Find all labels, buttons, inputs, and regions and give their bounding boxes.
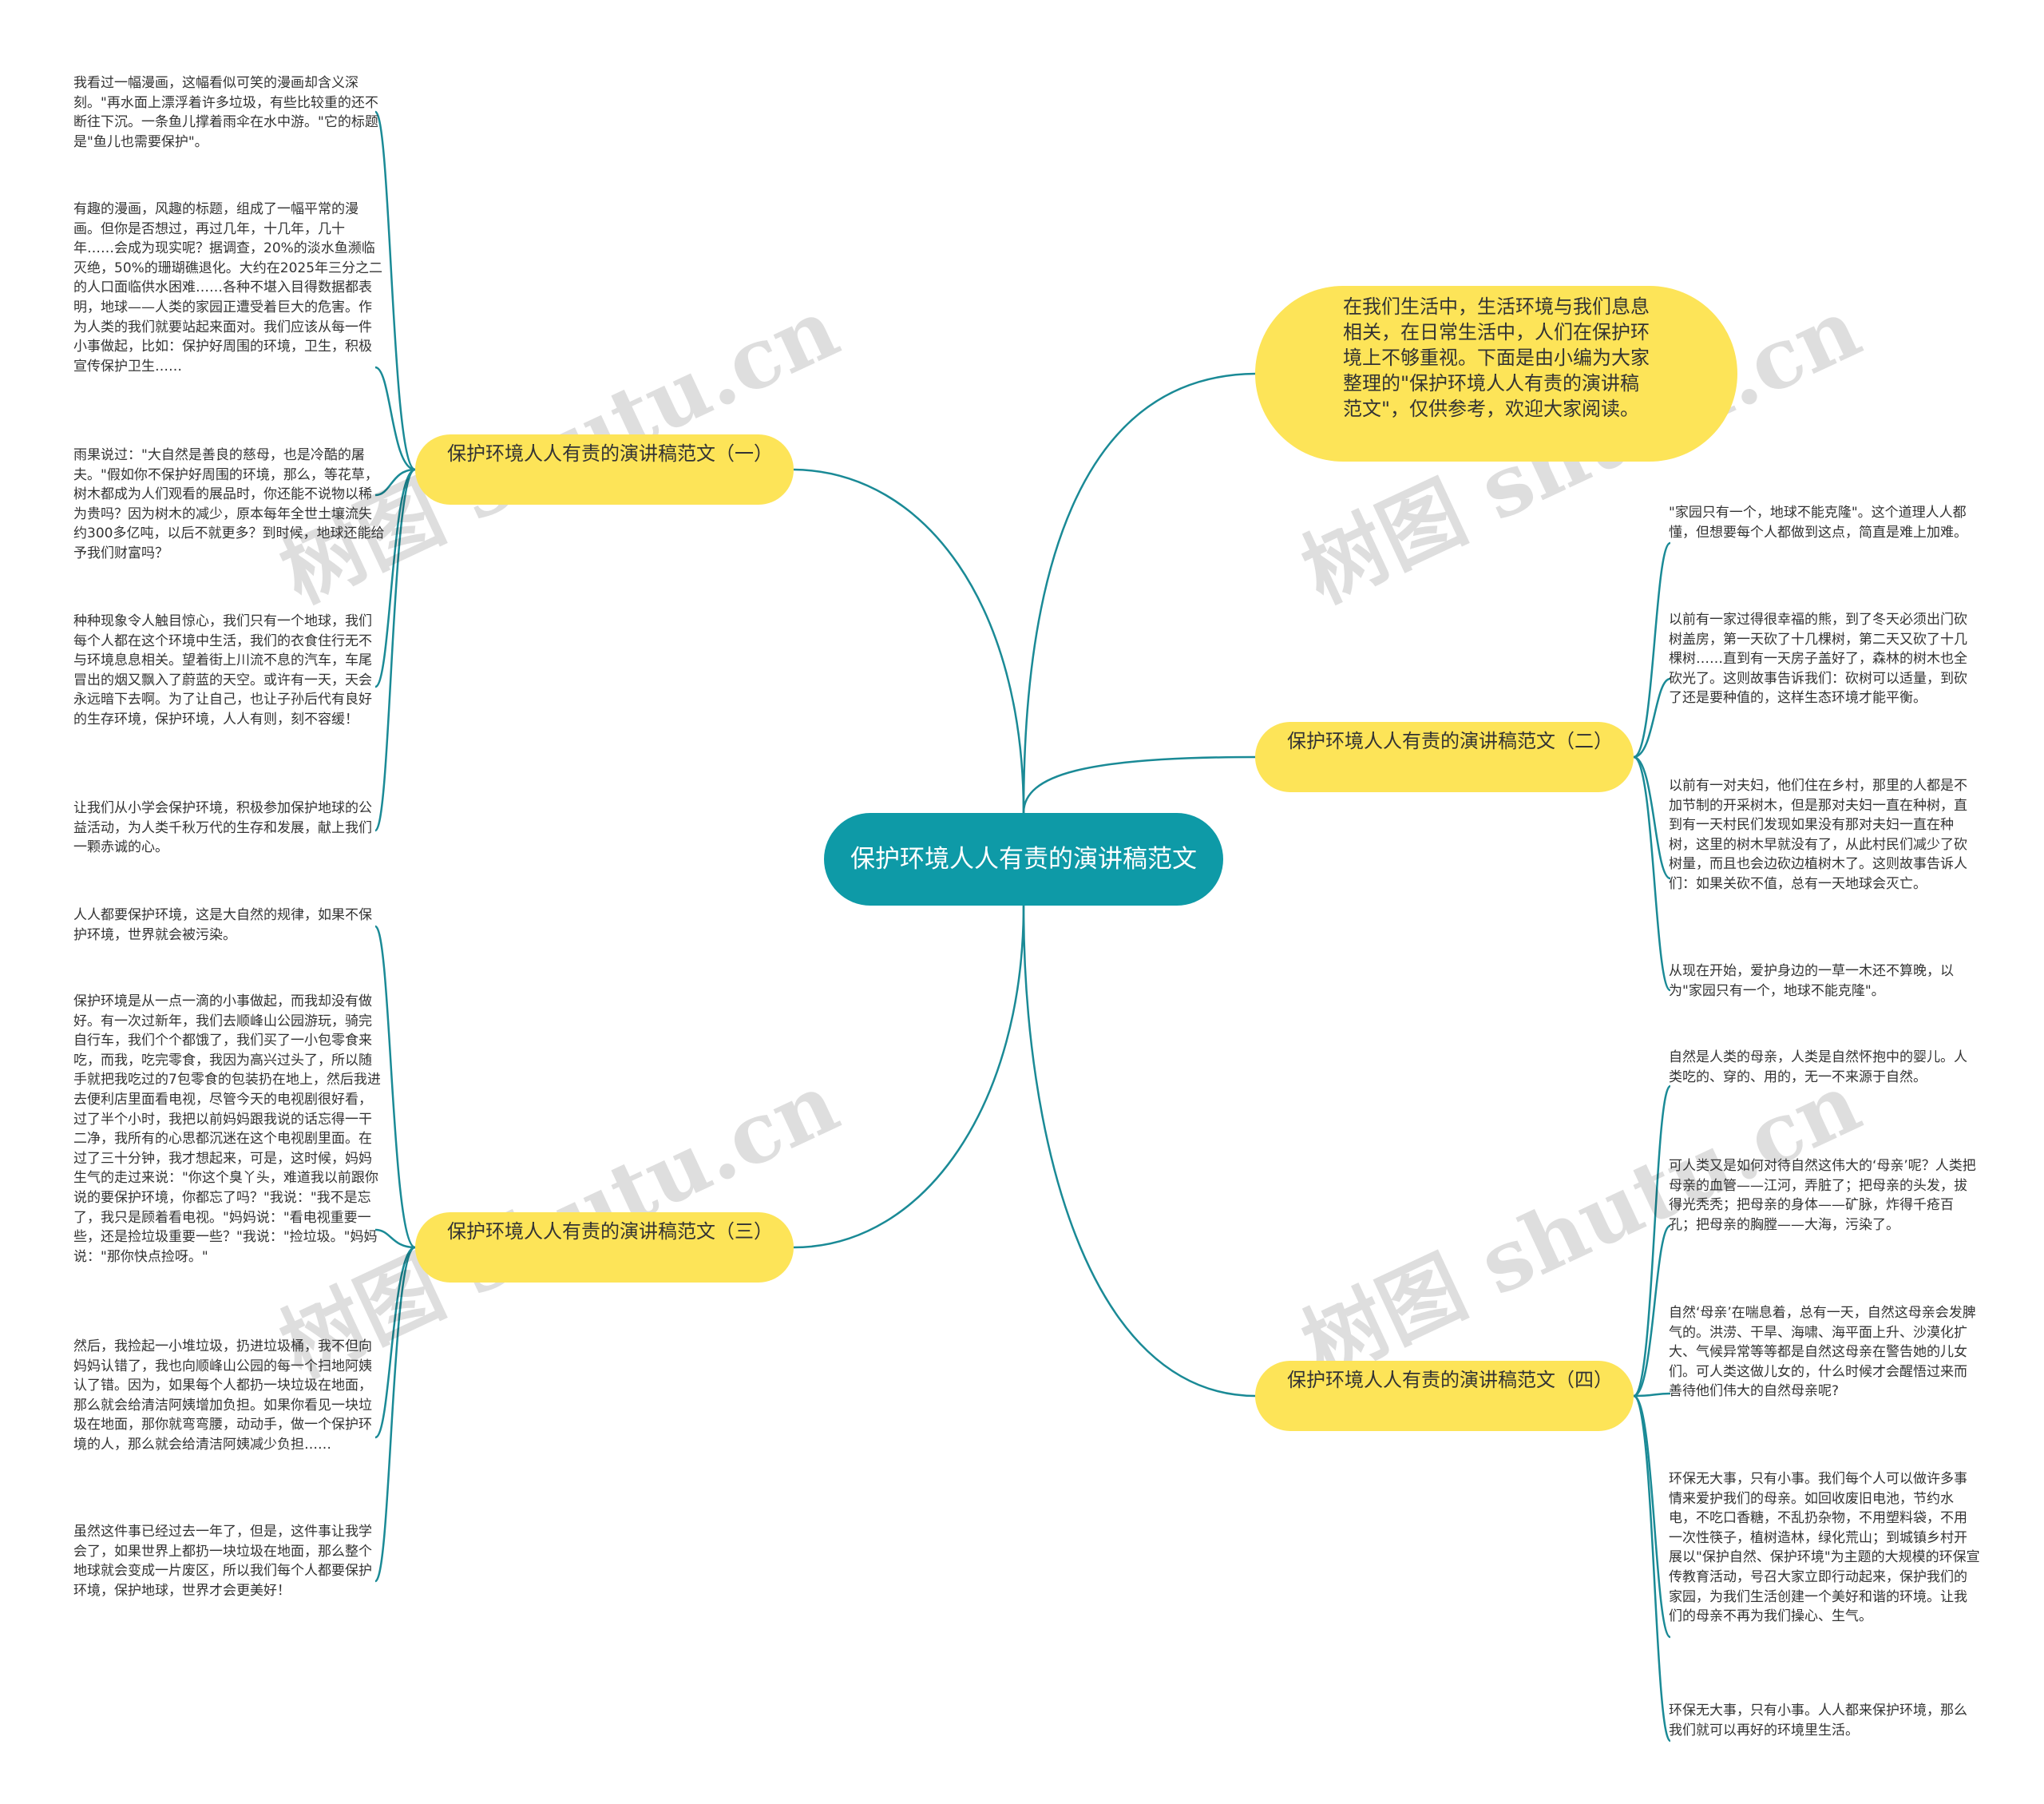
leaf-text: 有趣的漫画，风趣的标题，组成了一幅平常的漫画。但你是否想过，再过几年，十几年，几… bbox=[73, 201, 383, 375]
branch-title: 保护环境人人有责的演讲稿范文（一） bbox=[447, 442, 773, 465]
leaf-text: 保护环境是从一点一滴的小事做起，而我却没有做好。有一次过新年，我们去顺峰山公园游… bbox=[73, 993, 381, 1265]
branch-title: 保护环境人人有责的演讲稿范文（三） bbox=[447, 1220, 773, 1243]
root-node[interactable]: 保护环境人人有责的演讲稿范文 bbox=[824, 813, 1223, 906]
branch-title: 保护环境人人有责的演讲稿范文（二） bbox=[1287, 730, 1613, 752]
link-root-branch-2 bbox=[1022, 755, 1256, 814]
leaf-text: 我看过一幅漫画，这幅看似可笑的漫画却含义深刻。"再水面上漂浮着许多垃圾，有些比较… bbox=[73, 75, 378, 150]
link-root-branch-4 bbox=[1022, 905, 1256, 1398]
branch-node-3[interactable]: 保护环境人人有责的演讲稿范文（三） bbox=[415, 1212, 794, 1283]
branch-node-1[interactable]: 保护环境人人有责的演讲稿范文（一） bbox=[415, 434, 794, 505]
leaf-text: 以前有一家过得很幸福的熊，到了冬天必须出门砍树盖房，第一天砍了十几棵树，第二天又… bbox=[1669, 612, 1967, 707]
leaf-text: 环保无大事，只有小事。人人都来保护环境，那么我们就可以再好的环境里生活。 bbox=[1669, 1703, 1967, 1739]
leaf-text: 雨果说过："大自然是善良的慈母，也是冷酷的屠夫。"假如你不保护好周围的环境，那么… bbox=[73, 447, 385, 561]
link-root-intro bbox=[1022, 372, 1256, 814]
leaf-text: 种种现象令人触目惊心，我们只有一个地球，我们每个人都在这个环境中生活，我们的衣食… bbox=[73, 613, 372, 728]
branch-node-4[interactable]: 保护环境人人有责的演讲稿范文（四） bbox=[1255, 1361, 1634, 1431]
branch-title: 保护环境人人有责的演讲稿范文（四） bbox=[1287, 1369, 1613, 1391]
leaf-text: 环保无大事，只有小事。我们每个人可以做许多事情来爱护我们的母亲。如回收废旧电池，… bbox=[1669, 1471, 1980, 1625]
leaf-text: 可人类又是如何对待自然这伟大的‘母亲’呢？人类把母亲的血管——江河，弄脏了；把母… bbox=[1669, 1158, 1976, 1233]
link-root-branch-3 bbox=[793, 905, 1025, 1249]
leaf-text: 让我们从小学会保护环境，积极参加保护地球的公益活动，为人类千秋万代的生存和发展，… bbox=[73, 800, 372, 856]
leaf-text: 以前有一对夫妇，他们住在乡村，那里的人都是不加节制的开采树木，但是那对夫妇一直在… bbox=[1669, 778, 1967, 892]
leaf-text: 人人都要保护环境，这是大自然的规律，如果不保护环境，世界就会被污染。 bbox=[73, 907, 372, 943]
intro-text: 在我们生活中，生活环境与我们息息相关，在日常生活中，人们在保护环境上不够重视。下… bbox=[1343, 295, 1650, 420]
leaf-text: 然后，我捡起一小堆垃圾，扔进垃圾桶，我不但向妈妈认错了，我也向顺峰山公园的每一个… bbox=[73, 1338, 372, 1453]
leaf-text: "家园只有一个，地球不能克隆"。这个道理人人都懂，但想要每个人都做到这点，简直是… bbox=[1669, 505, 1967, 541]
intro-node[interactable]: 在我们生活中，生活环境与我们息息相关，在日常生活中，人们在保护环境上不够重视。下… bbox=[1255, 286, 1737, 462]
leaf-text: 自然‘母亲’在喘息着，总有一天，自然这母亲会发脾气的。洪涝、干旱、海啸、海平面上… bbox=[1669, 1305, 1976, 1400]
root-title: 保护环境人人有责的演讲稿范文 bbox=[850, 845, 1197, 874]
leaf-text: 从现在开始，爱护身边的一草一木还不算晚，以为"家园只有一个，地球不能克隆"。 bbox=[1669, 963, 1954, 999]
link-root-branch-1 bbox=[793, 468, 1025, 814]
branch-node-2[interactable]: 保护环境人人有责的演讲稿范文（二） bbox=[1255, 722, 1634, 792]
leaf-text: 虽然这件事已经过去一年了，但是，这件事让我学会了，如果世界上都扔一块垃圾在地面，… bbox=[73, 1524, 372, 1599]
leaf-text: 自然是人类的母亲，人类是自然怀抱中的婴儿。人类吃的、穿的、用的，无一不来源于自然… bbox=[1669, 1049, 1967, 1085]
